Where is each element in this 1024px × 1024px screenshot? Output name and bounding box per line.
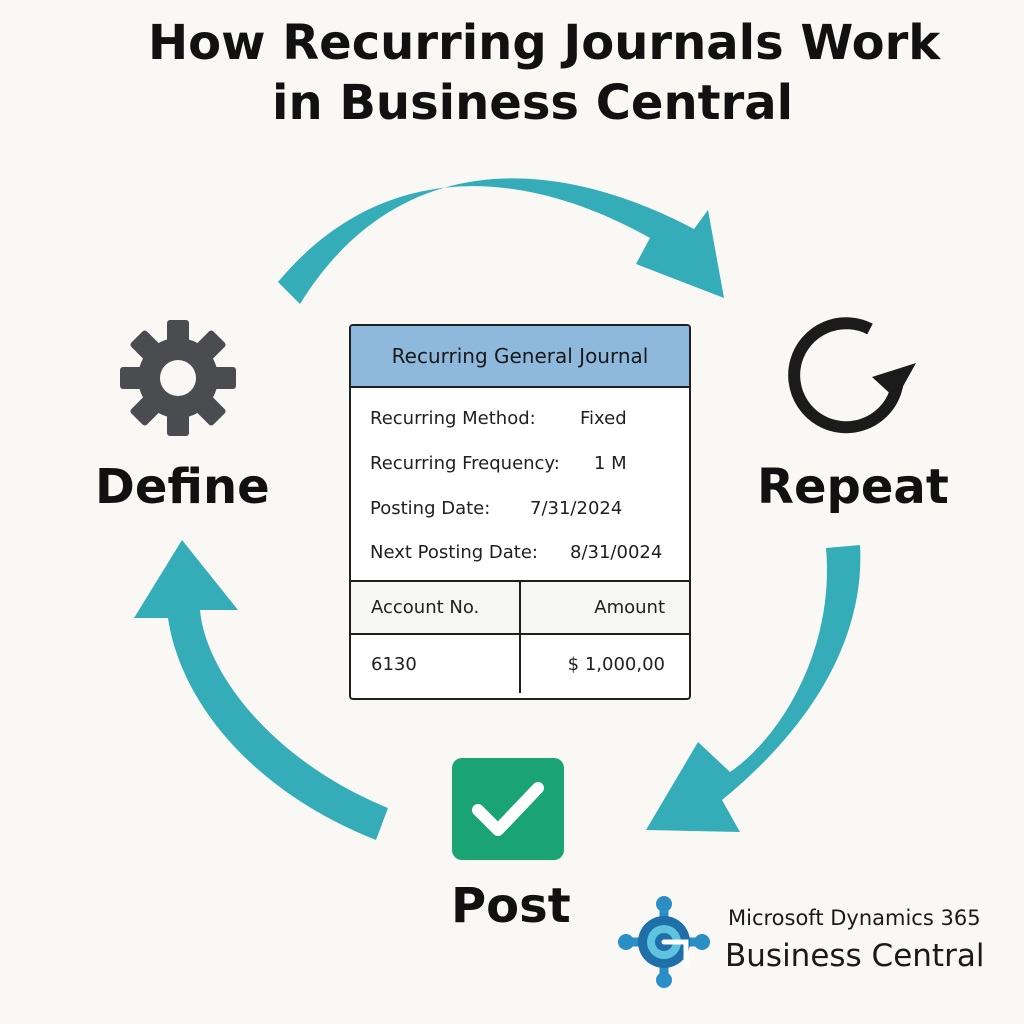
refresh-icon — [788, 317, 916, 434]
journal-lines-table: Account No. Amount 6130 $ 1,000,00 — [351, 582, 689, 693]
field-recurring-frequency: Recurring Frequency: 1 M — [370, 453, 627, 474]
field-posting-date: Posting Date: 7/31/2024 — [370, 498, 622, 519]
field-value: 1 M — [594, 453, 627, 474]
column-header-amount: Amount — [521, 582, 689, 635]
cell-account-no: 6130 — [351, 635, 521, 693]
step-label-post: Post — [451, 878, 571, 934]
journal-title: Recurring General Journal — [351, 326, 689, 388]
checkmark-icon — [452, 758, 564, 860]
field-value: 7/31/2024 — [530, 498, 623, 519]
step-label-define: Define — [95, 459, 270, 515]
arrow-bottom-left — [134, 540, 388, 840]
brand-product-suite: Microsoft Dynamics 365 — [728, 906, 981, 930]
brand-product-name: Business Central — [725, 938, 985, 974]
journal-fields: Recurring Method: Fixed Recurring Freque… — [351, 388, 689, 582]
field-value: 8/31/0024 — [570, 542, 663, 563]
title-line-1: How Recurring Journals Work — [148, 15, 941, 71]
arrow-top-right — [278, 178, 724, 304]
field-next-posting-date: Next Posting Date: 8/31/0024 — [370, 542, 662, 563]
arrow-right-bottom — [646, 545, 861, 832]
field-label: Next Posting Date: — [370, 542, 538, 563]
field-label: Recurring Frequency: — [370, 453, 560, 474]
column-header-account-no: Account No. — [351, 582, 521, 635]
field-value: Fixed — [580, 408, 627, 429]
cell-amount: $ 1,000,00 — [567, 653, 665, 675]
gear-icon — [120, 320, 236, 436]
step-label-repeat: Repeat — [757, 459, 949, 515]
title-line-2: in Business Central — [272, 75, 794, 131]
dynamics-365-logo-icon — [618, 896, 710, 988]
recurring-journal-card: Recurring General Journal Recurring Meth… — [349, 324, 691, 700]
field-label: Recurring Method: — [370, 408, 536, 429]
field-label: Posting Date: — [370, 498, 491, 519]
field-recurring-method: Recurring Method: Fixed — [370, 408, 627, 429]
